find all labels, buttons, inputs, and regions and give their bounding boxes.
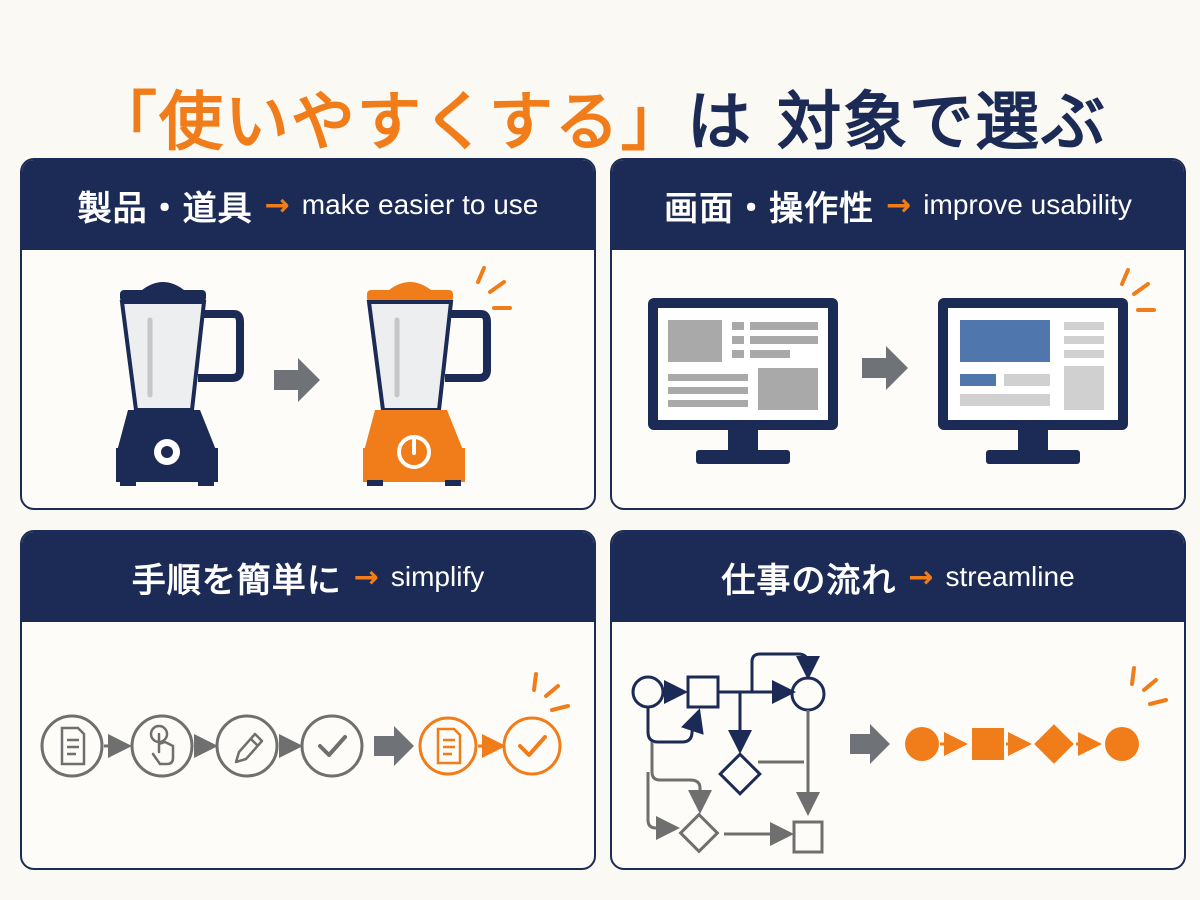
card-steps: 手順を簡単に → simplify bbox=[20, 530, 596, 870]
arrow-icon: → bbox=[886, 187, 912, 223]
document-step-icon bbox=[40, 714, 104, 778]
card-label-en: improve usability bbox=[923, 189, 1132, 220]
monitor-illustration bbox=[648, 268, 1156, 464]
title-highlight: 「使いやすくする」 bbox=[92, 85, 687, 160]
title-rest: は 対象で選ぶ bbox=[686, 85, 1108, 160]
check-step-orange-icon bbox=[502, 716, 562, 776]
blender-before-icon bbox=[116, 282, 244, 486]
gray-arrow-icon bbox=[850, 724, 890, 764]
card-label-en: make easier to use bbox=[301, 189, 539, 220]
sparkle-icon bbox=[1130, 666, 1168, 706]
arrow-icon: → bbox=[264, 187, 290, 223]
steps-illustration bbox=[40, 672, 570, 778]
page-title: 「使いやすくする」は 対象で選ぶ bbox=[0, 83, 1200, 163]
arrow-icon: → bbox=[908, 559, 934, 595]
check-step-icon bbox=[300, 714, 364, 778]
monitor-after-icon bbox=[938, 298, 1128, 464]
sparkle-icon bbox=[1120, 268, 1156, 312]
document-step-orange-icon bbox=[418, 716, 478, 776]
edit-step-icon bbox=[215, 714, 279, 778]
card-label-en: simplify bbox=[390, 561, 485, 592]
sparkle-icon bbox=[532, 672, 570, 712]
card-header: 手順を簡単に → simplify bbox=[22, 532, 594, 622]
workflow-illustration bbox=[631, 652, 1168, 854]
gray-arrow-icon bbox=[274, 358, 320, 402]
tap-step-icon bbox=[130, 714, 194, 778]
card-label-en: streamline bbox=[945, 561, 1075, 592]
card-header: 画面・操作性 → improve usability bbox=[612, 160, 1184, 250]
monitor-before-icon bbox=[648, 298, 838, 464]
blender-after-icon bbox=[363, 282, 491, 486]
card-header: 製品・道具 → make easier to use bbox=[22, 160, 594, 250]
card-workflow: 仕事の流れ → streamline bbox=[610, 530, 1186, 870]
arrow-icon: → bbox=[353, 559, 379, 595]
card-header: 仕事の流れ → streamline bbox=[612, 532, 1184, 622]
gray-arrow-icon bbox=[374, 726, 414, 766]
card-screens: 画面・操作性 → improve usability bbox=[610, 158, 1186, 510]
blender-illustration bbox=[116, 266, 512, 486]
card-label-jp: 製品・道具 bbox=[77, 188, 253, 229]
messy-flowchart-icon bbox=[631, 652, 826, 854]
card-label-jp: 仕事の流れ bbox=[721, 560, 897, 601]
sparkle-icon bbox=[476, 266, 512, 310]
card-label-jp: 手順を簡単に bbox=[131, 560, 342, 601]
card-products: 製品・道具 → make easier to use bbox=[20, 158, 596, 510]
clean-flow-icon bbox=[905, 724, 1139, 764]
card-label-jp: 画面・操作性 bbox=[664, 188, 875, 229]
gray-arrow-icon bbox=[862, 346, 908, 390]
